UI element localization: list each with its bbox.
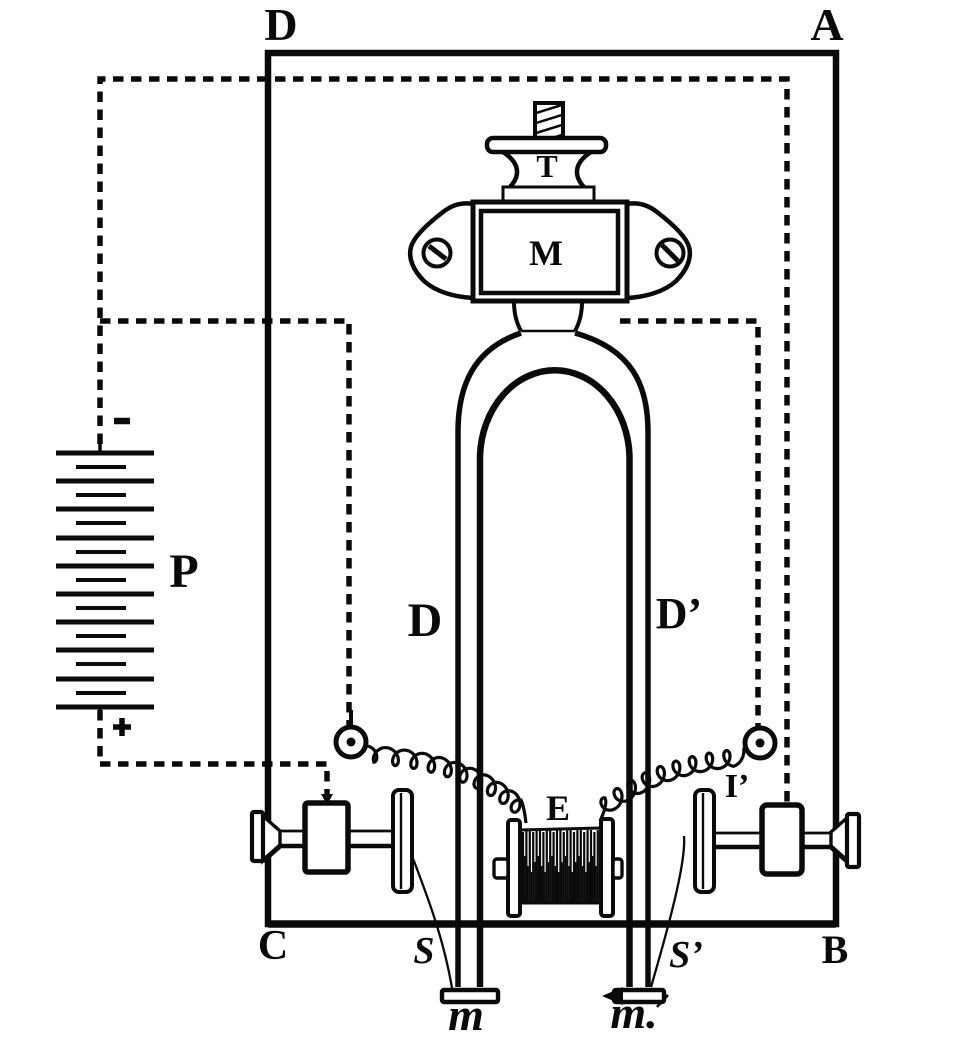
svg-text:I’: I’ <box>725 768 750 805</box>
svg-text:m: m <box>448 989 484 1040</box>
svg-text:T: T <box>536 148 557 184</box>
svg-text:D: D <box>408 594 443 647</box>
svg-text:S’: S’ <box>669 934 703 976</box>
svg-text:E: E <box>546 788 570 828</box>
svg-text:M: M <box>529 233 563 273</box>
svg-text:P: P <box>169 545 198 598</box>
svg-text:A: A <box>810 0 843 50</box>
svg-text:S: S <box>413 930 434 972</box>
svg-text:m.: m. <box>610 987 657 1038</box>
svg-text:D: D <box>264 0 297 50</box>
svg-text:D’: D’ <box>656 589 702 638</box>
svg-text:C: C <box>258 923 288 969</box>
svg-text:B: B <box>822 927 849 972</box>
